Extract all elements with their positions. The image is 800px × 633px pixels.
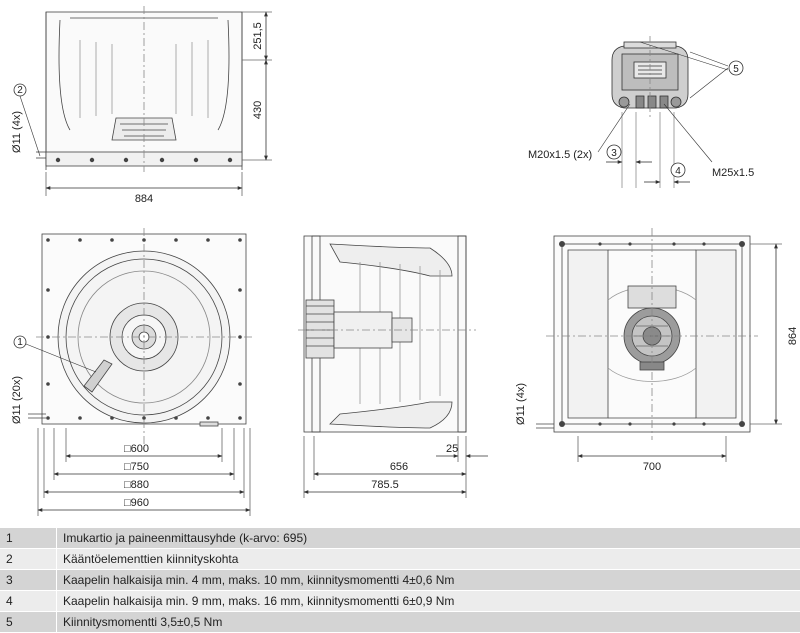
- dim-864: 864: [787, 327, 799, 345]
- front-view: [28, 228, 252, 516]
- technical-drawing: 884 251,5 430 Ø11 (4x) 2: [11, 6, 799, 516]
- dim-656: 656: [390, 461, 408, 473]
- dim-750: □750: [124, 461, 149, 473]
- legend-text: Imukartio ja paineenmittausyhde (k-arvo:…: [56, 528, 800, 549]
- connection-box-view: [597, 36, 729, 188]
- callout-5: 5: [728, 60, 744, 76]
- dim-251-5: 251,5: [252, 22, 264, 50]
- side-view: [298, 235, 488, 498]
- dim-430: 430: [252, 101, 264, 119]
- svg-text:3: 3: [611, 148, 617, 159]
- callout-1: 1: [13, 335, 97, 373]
- legend-num: 4: [0, 590, 57, 612]
- callout-4: 4: [670, 162, 686, 178]
- back-view: [536, 228, 782, 462]
- hole-label-top: Ø11 (4x): [11, 111, 23, 153]
- side-view-top: [36, 6, 272, 196]
- dim-600: □600: [124, 443, 149, 455]
- svg-text:1: 1: [17, 337, 23, 348]
- legend-text: Kaapelin halkaisija min. 4 mm, maks. 10 …: [56, 569, 800, 591]
- legend-num: 3: [0, 569, 57, 591]
- svg-text:2: 2: [17, 85, 23, 96]
- legend-text: Kaapelin halkaisija min. 9 mm, maks. 16 …: [56, 590, 800, 612]
- dim-25: 25: [446, 443, 458, 455]
- label-m20: M20x1.5 (2x): [528, 149, 592, 161]
- callout-3: 3: [606, 144, 622, 160]
- dim-960: □960: [124, 497, 149, 509]
- legend-num: 1: [0, 528, 57, 549]
- dim-700: 700: [643, 461, 661, 473]
- svg-text:5: 5: [733, 64, 739, 75]
- legend-text: Kääntöelementtien kiinnityskohta: [56, 548, 800, 570]
- legend-num: 5: [0, 611, 57, 633]
- dim-785-5: 785.5: [371, 479, 399, 491]
- label-m25: M25x1.5: [712, 167, 754, 179]
- hole-label-back: Ø11 (4x): [515, 383, 527, 425]
- callout-2: 2: [13, 83, 41, 157]
- legend-text: Kiinnitysmomentti 3,5±0,5 Nm: [56, 611, 800, 633]
- legend-num: 2: [0, 548, 57, 570]
- svg-text:4: 4: [675, 166, 681, 177]
- hole-label-front: Ø11 (20x): [11, 376, 23, 424]
- dim-880: □880: [124, 479, 149, 491]
- dim-884: 884: [135, 193, 153, 205]
